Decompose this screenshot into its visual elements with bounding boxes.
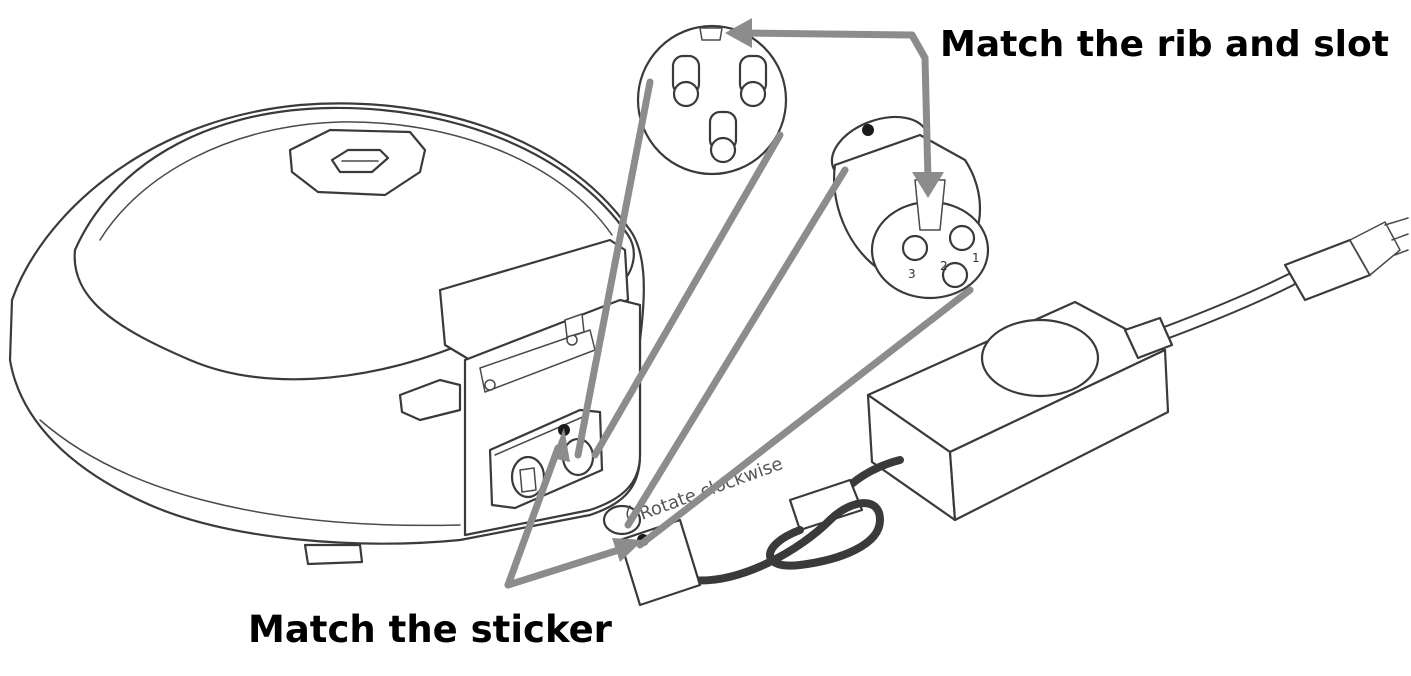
connector-pin-label-2: 2 bbox=[940, 259, 948, 273]
pointer-rib-to-slot bbox=[741, 29, 929, 62]
device-lid-top bbox=[99, 121, 613, 241]
pointer-socket-right bbox=[591, 131, 784, 459]
arrowhead-sticker-device bbox=[552, 428, 570, 462]
arrowhead-slot bbox=[725, 18, 752, 48]
mains-plug-prongs bbox=[1384, 217, 1409, 256]
socket-detail bbox=[636, 24, 788, 176]
device-left-latch bbox=[398, 378, 462, 422]
adapter-box-side bbox=[948, 348, 1170, 522]
socket-hole-right bbox=[739, 80, 767, 108]
pointer-connector-right bbox=[636, 286, 974, 549]
latch-screw-left bbox=[484, 379, 496, 391]
arrowhead-sticker-plug bbox=[612, 538, 643, 562]
mains-cord-inner bbox=[1155, 275, 1295, 340]
pointers bbox=[504, 18, 974, 589]
pointer-sticker-device bbox=[504, 444, 562, 589]
pointer-sticker-plug bbox=[504, 544, 629, 589]
pointer-rib-to-connector bbox=[908, 31, 932, 184]
device-base-edge bbox=[39, 419, 461, 527]
pointer-connector-left bbox=[624, 166, 849, 529]
connector-detail: 1 2 3 bbox=[830, 115, 990, 300]
socket-hole-left bbox=[672, 80, 700, 108]
mains-plug-face bbox=[1349, 221, 1401, 276]
adapter-cord-strain bbox=[1123, 316, 1174, 360]
dc-plug-tip bbox=[602, 504, 642, 536]
power-switch-rocker bbox=[519, 467, 537, 493]
adapter-label-circle bbox=[980, 318, 1100, 398]
device-front-panel bbox=[438, 238, 630, 362]
connector-pin-3 bbox=[901, 234, 929, 262]
power-adapter: Rotate clockwise bbox=[602, 217, 1409, 607]
connector-pin-label-3: 3 bbox=[908, 267, 916, 281]
rear-panel-edge bbox=[494, 415, 586, 456]
dc-cable-loop bbox=[686, 499, 884, 585]
device-foot bbox=[303, 543, 364, 566]
callout-sticker: Match the sticker bbox=[248, 608, 612, 651]
callout-rib-and-slot: Match the rib and slot bbox=[940, 24, 1389, 65]
ferrite-bead bbox=[788, 478, 864, 532]
socket-slot bbox=[699, 27, 723, 41]
connector-pin-1 bbox=[948, 224, 976, 252]
connector-pin-label-1: 1 bbox=[972, 251, 980, 265]
arrowhead-rib bbox=[912, 172, 944, 198]
pointer-socket-left bbox=[574, 78, 654, 459]
connector-pin-2 bbox=[941, 261, 969, 289]
device bbox=[8, 102, 645, 566]
device-latch-clip bbox=[564, 313, 585, 338]
socket-hole-bottom bbox=[709, 136, 737, 164]
connector-sticker-dot bbox=[862, 124, 874, 136]
